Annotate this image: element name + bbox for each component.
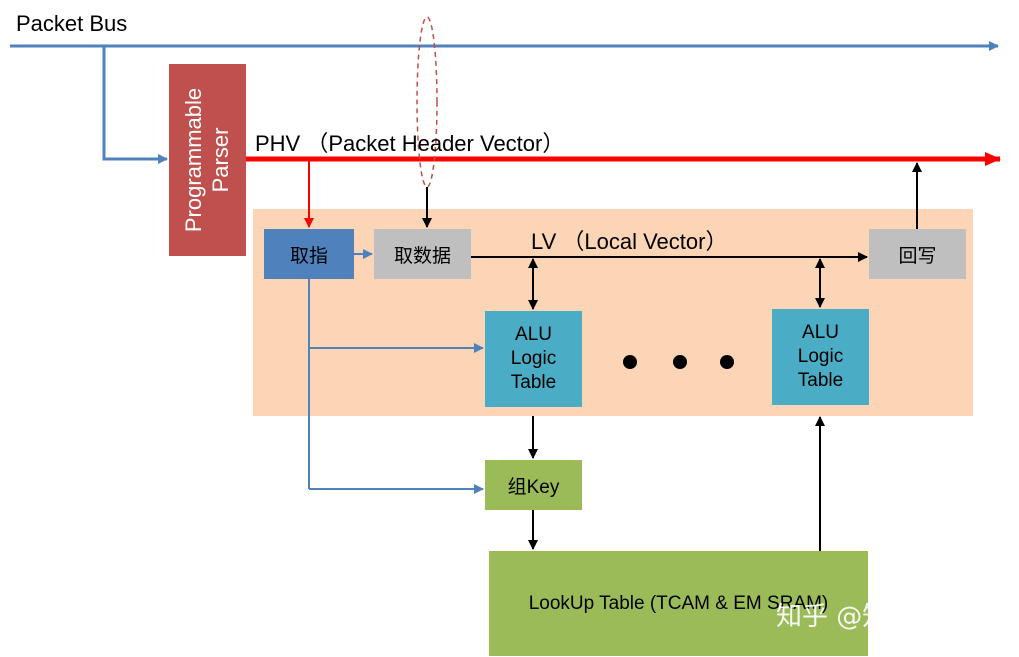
lv-label: LV （Local Vector） bbox=[531, 229, 728, 254]
alu-logic-table-2: ALU Logic Table bbox=[772, 309, 869, 405]
packet-bus-label: Packet Bus bbox=[16, 11, 128, 36]
watermark: 知乎 @知芯果果 bbox=[776, 602, 967, 632]
lookup-table-box: LookUp Table (TCAM & EM SRAM) bbox=[489, 551, 868, 656]
build-key-box: 组Key bbox=[485, 460, 582, 510]
ellipsis-dot-3 bbox=[720, 355, 734, 369]
ellipsis-dot-2 bbox=[673, 355, 687, 369]
phv-label: PHV （Packet Header Vector） bbox=[255, 131, 565, 156]
write-back-label: 回写 bbox=[898, 245, 937, 267]
fetch-data-box: 取数据 bbox=[374, 229, 471, 279]
fetch-instruction-label: 取指 bbox=[289, 245, 328, 267]
fetch-data-label: 取数据 bbox=[393, 245, 451, 267]
write-back-box: 回写 bbox=[869, 229, 966, 279]
lookup-table-label: LookUp Table (TCAM & EM SRAM) bbox=[528, 592, 829, 614]
programmable-parser-block bbox=[169, 64, 246, 256]
fetch-instruction-box: 取指 bbox=[264, 229, 354, 279]
alu-logic-table-1-label: ALU Logic Table bbox=[510, 324, 557, 393]
build-key-label: 组Key bbox=[507, 476, 560, 498]
alu-logic-table-2-label: ALU Logic Table bbox=[797, 322, 844, 391]
alu-logic-table-1: ALU Logic Table bbox=[485, 311, 582, 407]
ellipsis-dot-1 bbox=[623, 355, 637, 369]
bus-to-parser-connector bbox=[102, 46, 168, 164]
phv-tap-ellipse bbox=[416, 16, 438, 188]
